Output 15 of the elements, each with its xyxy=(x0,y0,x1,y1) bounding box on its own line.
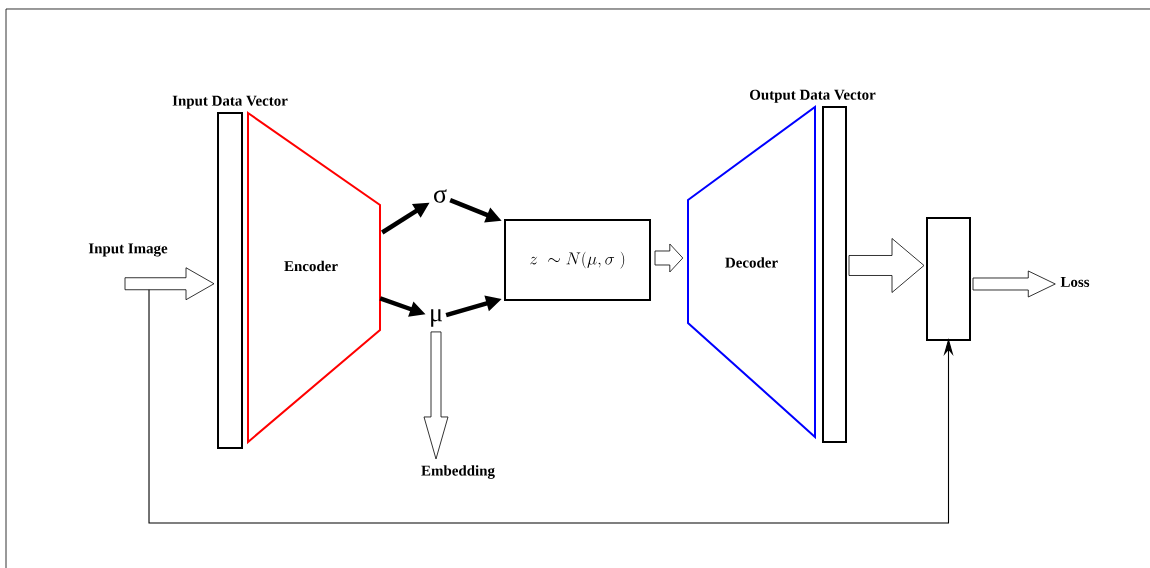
block-arrow xyxy=(848,238,925,293)
sampling-box: $z \ \sim N(\mu,\sigma\ )$ xyxy=(504,219,651,301)
node-label: Output Data Vector xyxy=(750,89,876,103)
block-arrow xyxy=(423,331,449,460)
text-label: Loss xyxy=(1060,277,1090,287)
block-arrow xyxy=(124,267,215,301)
block-arrow xyxy=(654,243,684,273)
text-label: Input Image xyxy=(88,243,168,257)
decoder-trapezoid: Decoder xyxy=(687,105,816,440)
symbol-label: σ xyxy=(434,189,447,203)
block-arrow xyxy=(972,270,1056,298)
loss-box xyxy=(926,217,971,341)
node-label: Input Data Vector xyxy=(172,95,288,109)
symbol-label: μ xyxy=(431,309,442,327)
text-label: Embedding xyxy=(421,465,495,479)
